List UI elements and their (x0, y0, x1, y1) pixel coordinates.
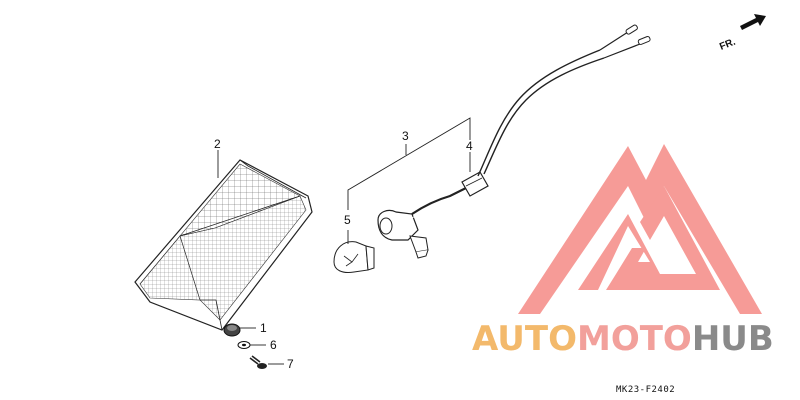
watermark-logo-icon (518, 144, 762, 314)
watermark-hub: HUB (692, 319, 774, 359)
watermark-auto: AUTO (472, 319, 577, 359)
part-label-3: 3 (402, 129, 409, 143)
taillight-lens (134, 159, 313, 331)
washer (237, 341, 251, 349)
part-label-7: 7 (287, 357, 294, 371)
screw (249, 355, 267, 369)
watermark-text: AUTOMOTOHUB (472, 319, 774, 359)
part-label-1: 1 (260, 321, 267, 335)
socket-assembly (377, 24, 651, 259)
bulb (333, 241, 375, 273)
leader-lines (217, 117, 471, 365)
part-label-6: 6 (270, 338, 277, 352)
watermark-moto: MOTO (577, 319, 692, 359)
part-label-5: 5 (344, 213, 351, 227)
part-label-2: 2 (214, 137, 221, 151)
drawing-code: MK23-F2402 (616, 385, 675, 395)
front-direction-label: FR. (718, 37, 737, 53)
part-label-4: 4 (466, 139, 473, 153)
grommet (223, 323, 241, 337)
front-direction-arrow-icon (740, 14, 766, 30)
